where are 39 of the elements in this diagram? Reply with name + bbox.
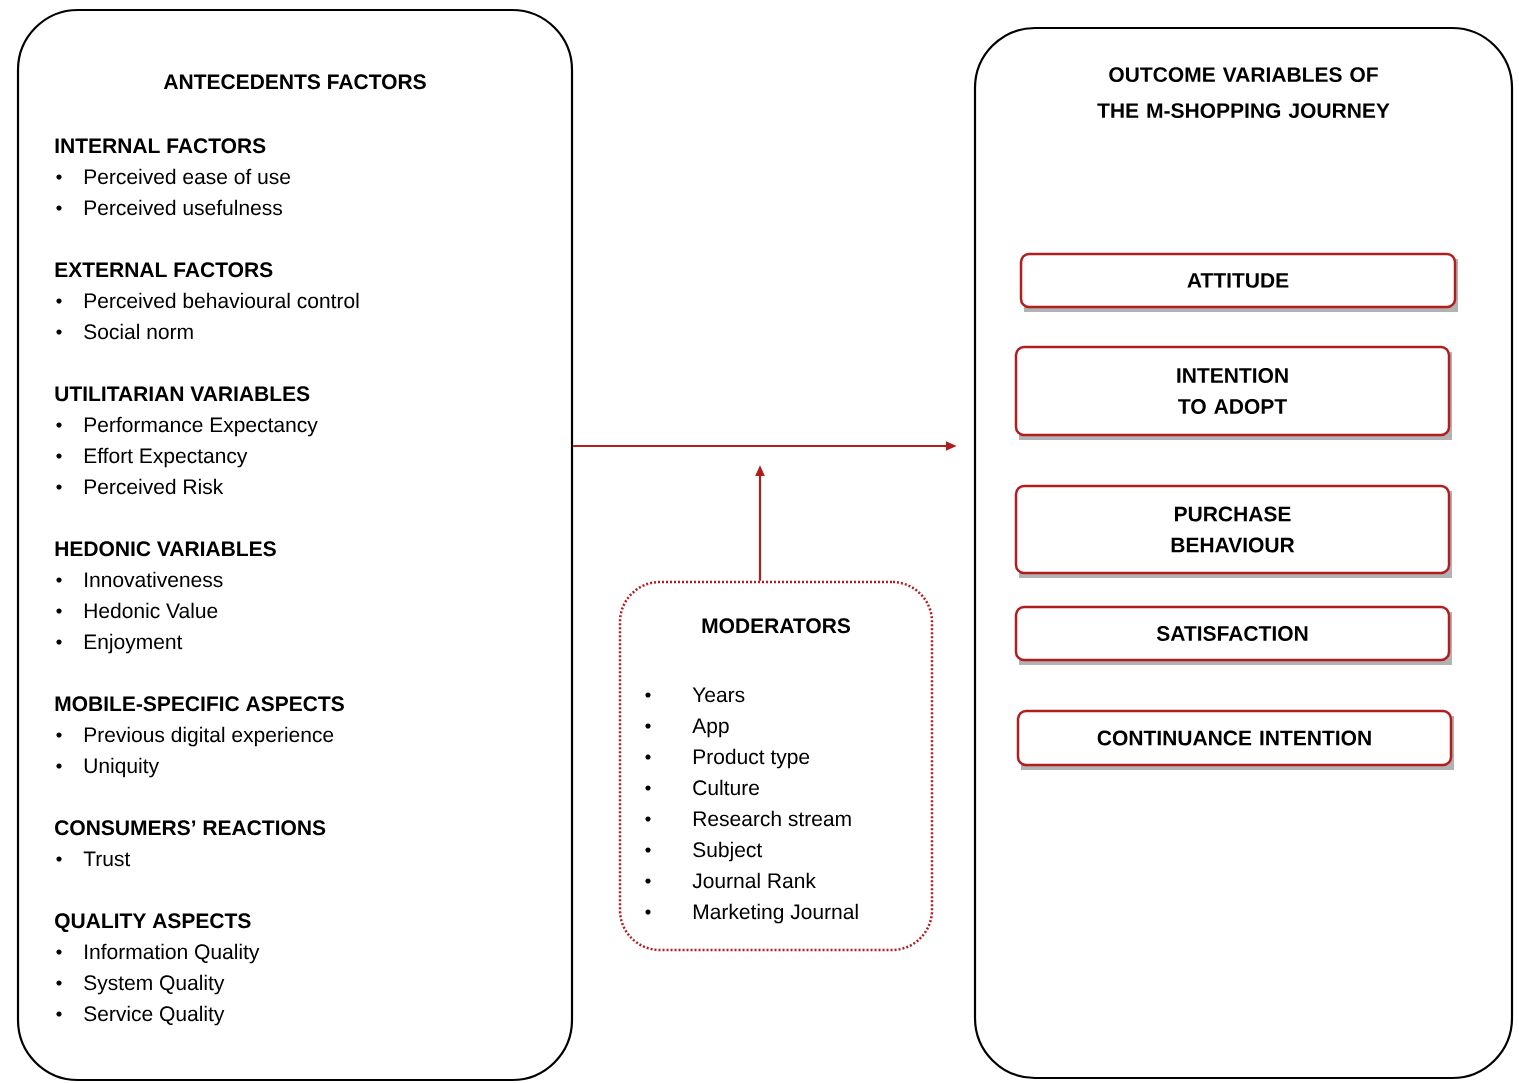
bullet-item: Perceived Risk: [56, 478, 224, 495]
bullet-item: Culture: [645, 779, 759, 796]
bullet-item: Years: [645, 687, 745, 703]
outcome-box: CONTINUANCE INTENTION: [1016, 709, 1454, 770]
bullet-item: Information Quality: [56, 943, 260, 964]
bullet-item: Previous digital experience: [56, 726, 334, 747]
panel-title: OUTCOME VARIABLES OF THE M-SHOPPING JOURNEY: [1097, 67, 1390, 119]
bullet-item: Subject: [645, 841, 763, 862]
group-heading: INTERNAL FACTORS: [55, 138, 266, 154]
group-heading: UTILITARIAN VARIABLES: [55, 386, 310, 402]
bullet-item: Innovativeness: [56, 571, 223, 588]
bullet-item: System Quality: [56, 974, 225, 995]
bullet-item: Service Quality: [56, 1005, 225, 1026]
outcome-box: SATISFACTION: [1014, 605, 1452, 665]
bullet-item: Perceived behavioural control: [56, 292, 359, 309]
bullet-item: Perceived ease of use: [56, 168, 290, 185]
bullet-item: Product type: [645, 748, 810, 769]
outcome-box: PURCHASE BEHAVIOUR: [1014, 484, 1452, 578]
bullet-item: Hedonic Value: [56, 602, 218, 619]
group-heading: CONSUMERS’ REACTIONS: [55, 820, 326, 836]
bullet-item: Research stream: [645, 810, 851, 827]
outcome-box: ATTITUDE: [1019, 252, 1458, 312]
box-title: MODERATORS: [702, 618, 851, 634]
group-heading: MOBILE-SPECIFIC ASPECTS: [55, 696, 344, 712]
bullet-item: Perceived usefulness: [56, 199, 282, 216]
bullet-item: Trust: [56, 851, 131, 867]
group-heading: QUALITY ASPECTS: [55, 913, 251, 933]
bullet-item: Journal Rank: [645, 872, 816, 889]
group-heading: EXTERNAL FACTORS: [55, 262, 273, 278]
bullet-item: Enjoyment: [56, 633, 183, 654]
bullet-item: Uniquity: [56, 757, 159, 778]
outcome-box: INTENTION TO ADOPT: [1014, 345, 1452, 440]
group-heading: HEDONIC VARIABLES: [55, 541, 276, 557]
bullet-item: Effort Expectancy: [56, 447, 248, 468]
bullet-item: Marketing Journal: [645, 903, 858, 924]
bullet-item: Social norm: [56, 323, 193, 340]
bullet-item: App: [645, 718, 729, 738]
panel-title: ANTECEDENTS FACTORS: [163, 74, 426, 90]
bullet-item: Performance Expectancy: [56, 416, 318, 437]
